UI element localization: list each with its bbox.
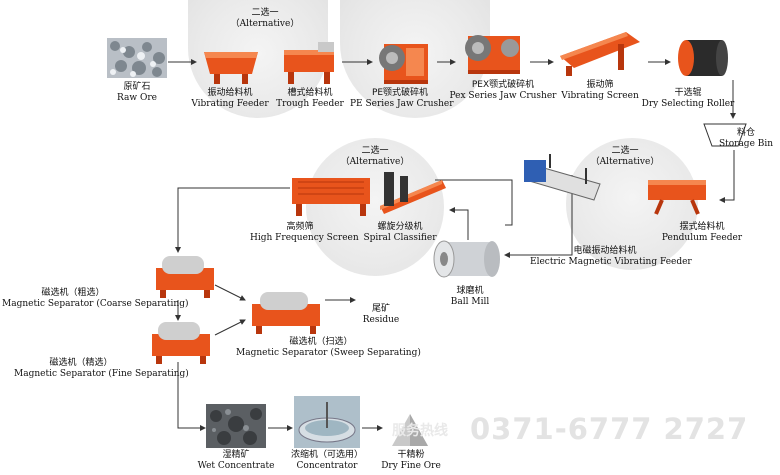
alternative-circle-classifiers [306, 138, 444, 276]
arrow-fine-to-sweep [214, 319, 246, 336]
pendulum-feeder-icon [648, 180, 706, 215]
wet-concentrate-icon [206, 404, 266, 448]
trough-feeder-icon [284, 42, 334, 84]
arrow-screen-to-coarse [175, 187, 290, 253]
magnetic-separator-sweep-icon [252, 292, 320, 334]
concentrator-icon [294, 396, 360, 448]
alternative-label-1: 二选一（Alternative） [230, 8, 300, 29]
alternative-label-2: 二选一（Alternative） [340, 146, 410, 167]
raw-ore-icon [107, 38, 167, 78]
em-vibrating-feeder-icon [524, 154, 601, 201]
pe-jaw-crusher-icon [379, 44, 428, 84]
arrow-classifier-return [435, 179, 513, 226]
concentrator-label: 浓缩机（可选用）Concentrator [290, 450, 363, 471]
dry-fine-ore-icon [392, 414, 428, 446]
alternative-circle-em-feeder [566, 138, 698, 270]
magnetic-separator-fine-label: 磁选机（精选）Magnetic Separator (Fine Separati… [14, 358, 189, 379]
magnetic-separator-fine-icon [152, 322, 210, 364]
vibrating-screen-icon [560, 32, 640, 76]
storage-bin-icon [703, 123, 747, 147]
spiral-classifier-icon [380, 172, 446, 214]
pex-jaw-crusher-icon [465, 35, 520, 74]
arrow-mill-to-classifier [449, 207, 469, 240]
arrow-feeder-to-mill [504, 175, 573, 258]
arrow-bin-to-pendulum [719, 150, 735, 203]
arrow-coarse-to-sweep [214, 284, 246, 301]
magnetic-separator-sweep-label: 磁选机（扫选）Magnetic Separator (Sweep Separat… [236, 337, 421, 358]
watermark-hotline: 服务热线 [392, 423, 448, 439]
high-frequency-screen-icon [292, 178, 370, 216]
arrow-fine-to-wet [177, 362, 206, 431]
vibrating-feeder-icon [204, 52, 258, 84]
magnetic-separator-coarse-icon [156, 256, 214, 298]
watermark-phone: 0371-6777 2727 [470, 412, 749, 446]
alternative-label-3: 二选一（Alternative） [590, 146, 660, 167]
ball-mill-icon [433, 240, 500, 278]
dry-selecting-roller-icon [678, 40, 728, 76]
magnetic-separator-coarse-label: 磁选机（粗选）Magnetic Separator (Coarse Separa… [2, 288, 189, 309]
